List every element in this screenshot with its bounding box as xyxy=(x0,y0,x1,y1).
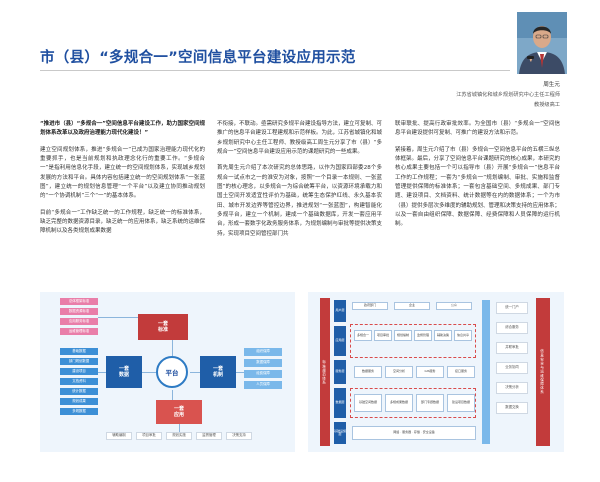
connector xyxy=(179,424,180,432)
architecture-diagram: 标准规范体系 用户层 应用层 服务层 数据层 基础设施层 政府部门 企业 公众 … xyxy=(308,292,564,452)
diagram-box: 辅助编制 xyxy=(106,432,132,440)
author-org: 江苏省城镇化和城乡规划研究中心主任工程师 xyxy=(456,92,560,98)
lead-paragraph: “推进市（县）“多规合一”空间信息平台建设工作，助力国家空间规划体系改革以及政府… xyxy=(40,121,205,137)
app-box: 辅助决策 xyxy=(434,330,452,341)
application-block: 一套 应用 xyxy=(156,400,202,424)
right-item: 决策分析 xyxy=(496,382,528,394)
connector xyxy=(98,317,138,318)
text-column-1: “推进市（县）“多规合一”空间信息平台建设工作，助力国家空间规划体系改革以及政府… xyxy=(40,120,205,244)
right-item: 并联审批 xyxy=(496,342,528,354)
data-panel xyxy=(350,388,476,418)
connector xyxy=(190,372,200,373)
app-box: 多规合一 xyxy=(354,330,372,341)
user-box: 政府部门 xyxy=(352,302,388,310)
author-position: 教授级高工 xyxy=(534,102,560,108)
standards-block: 一套 标准 xyxy=(138,314,188,340)
app-box: 监督管理 xyxy=(414,330,432,341)
connector xyxy=(236,372,244,373)
author-name: 周生元 xyxy=(543,82,560,88)
article-title: 市（县）“多规合一”空间信息平台建设应用示范 xyxy=(40,50,356,66)
right-item: 数据交换 xyxy=(496,402,528,414)
service-box: 接口服务 xyxy=(447,366,475,378)
title-divider xyxy=(40,70,510,71)
diagram-box: 数据资源标准 xyxy=(60,308,98,315)
service-box: GIS服务 xyxy=(416,366,444,378)
app-box: 信息共享 xyxy=(454,330,472,341)
service-box: 数据服务 xyxy=(354,366,382,378)
connector xyxy=(172,340,173,356)
diagram-box: 基础数据 xyxy=(60,348,98,355)
paragraph: 首先周生元介绍了本次研究的总体思路，以作为国家四部委28个多规合一试点市之一的淮… xyxy=(217,165,383,237)
diagram-box: 数据保障 xyxy=(244,359,282,367)
paragraph: 不衔接，不联动。亟需研究多规平台建设指导方法，建立可复制、可推广的信息平台建设工… xyxy=(217,121,383,156)
layer-label: 服务层 xyxy=(334,360,346,384)
paragraph: 建立空间规划体系，推进“多规合一”已成为国家治理能力现代化的重要抓手，也是当前规… xyxy=(40,146,205,200)
application-panel xyxy=(350,324,476,358)
paragraph: 紧接着，周生元介绍了市（县）多规合一空间信息平台的五横三纵总体框架。最后，分享了… xyxy=(395,146,561,228)
layer-label: 基础设施层 xyxy=(334,422,346,444)
user-box: 企业 xyxy=(394,302,430,310)
data-box: 部门专题数据 xyxy=(416,394,444,412)
standards-system-bar: 标准规范体系 xyxy=(320,298,330,446)
right-item: 业务协同 xyxy=(496,362,528,374)
diagram-box: 组织保障 xyxy=(244,348,282,356)
diagram-box: 经费保障 xyxy=(244,370,282,378)
bus-bar xyxy=(482,300,490,444)
mechanism-block: 一套 机制 xyxy=(200,356,236,388)
diagram-box: 决策支持 xyxy=(226,432,252,440)
text-column-3: 联审联批、提高行政审批效率。为全国市（县）“多规合一”空间信息平台建设提供可复制… xyxy=(395,120,560,237)
diagram-box: 总体框架标准 xyxy=(60,298,98,305)
connector xyxy=(98,372,106,373)
app-box: 项目审批 xyxy=(374,330,392,341)
diagram-box: 多规数据 xyxy=(60,408,98,415)
infrastructure-box: 网络 · 服务器 · 存储 · 安全设备 xyxy=(352,426,476,440)
security-system-bar: 信息安全与运维保障体系 xyxy=(536,298,550,446)
right-item: 统一门户 xyxy=(496,302,528,314)
connector xyxy=(142,372,156,373)
diagram-box: 运维管理标准 xyxy=(60,328,98,335)
diagram-box: 项目审批 xyxy=(136,432,162,440)
platform-framework-diagram: 总体框架标准 数据资源标准 应用服务标准 运维管理标准 一套 标准 基础数据 部… xyxy=(40,292,295,452)
data-box: 基础空间数据 xyxy=(354,394,382,412)
diagram-box: 统计数据 xyxy=(60,388,98,395)
author-photo xyxy=(517,12,567,74)
diagram-box: 人员保障 xyxy=(244,381,282,389)
diagram-box: 应用服务标准 xyxy=(60,318,98,325)
diagram-box: 规划实施 xyxy=(166,432,192,440)
data-block: 一套 数据 xyxy=(106,356,142,388)
app-box: 规划编制 xyxy=(394,330,412,341)
layer-label: 数据层 xyxy=(334,388,346,418)
connector xyxy=(172,390,173,400)
layer-label: 用户层 xyxy=(334,300,346,322)
paragraph: 联审联批、提高行政审批效率。为全国市（县）“多规合一”空间信息平台建设提供可复制… xyxy=(395,121,560,137)
diagram-box: 规划成果 xyxy=(60,398,98,405)
diagram-box: 部门规划数据 xyxy=(60,358,98,365)
platform-circle: 平台 xyxy=(156,356,188,388)
layer-label: 应用层 xyxy=(334,326,346,356)
diagram-box: 文档资料 xyxy=(60,378,98,385)
text-column-2: 不衔接，不联动。亟需研究多规平台建设指导方法，建立可复制、可推广的信息平台建设工… xyxy=(217,120,382,246)
paragraph: 目前“多规合一”工作缺乏统一的工作规程，缺乏统一的标准体系，缺乏完整的数据资源目… xyxy=(40,209,206,235)
data-box: 建设项目数据 xyxy=(447,394,475,412)
right-item: 综合服务 xyxy=(496,322,528,334)
data-box: 多规成果数据 xyxy=(385,394,413,412)
service-box: 空间分析 xyxy=(385,366,413,378)
diagram-box: 建设项目 xyxy=(60,368,98,375)
user-box: 公众 xyxy=(436,302,472,310)
diagram-box: 监督管理 xyxy=(196,432,222,440)
